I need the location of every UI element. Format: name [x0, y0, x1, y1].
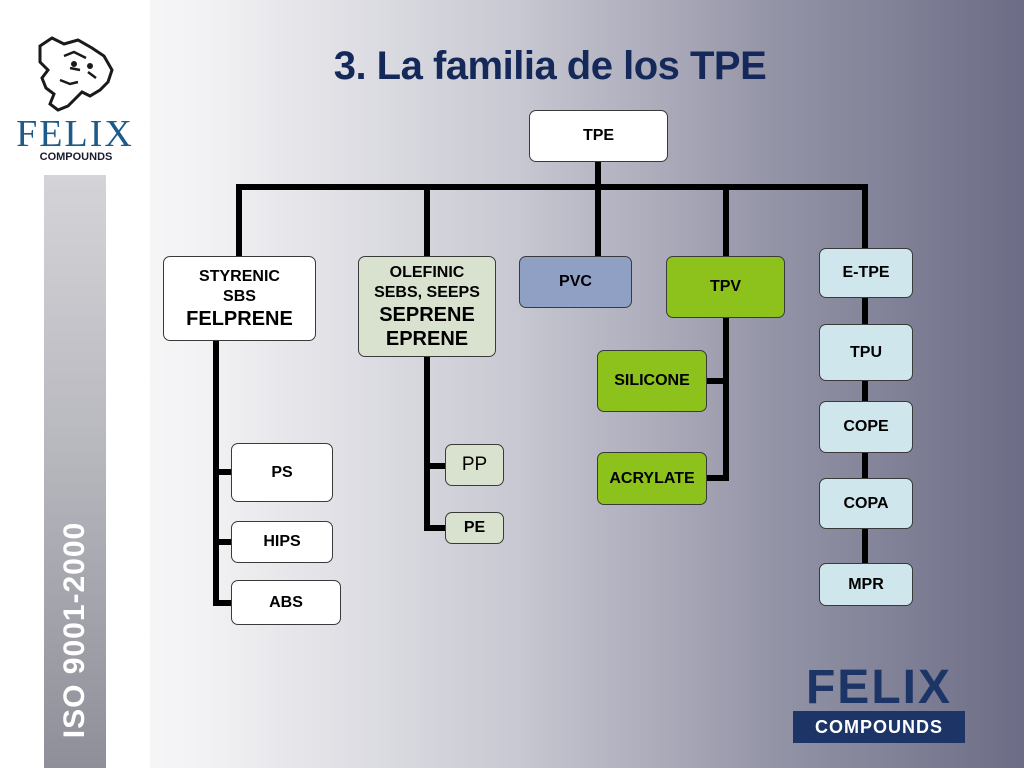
node-tpv-label: TPV: [709, 278, 742, 295]
node-pp-label: PP: [461, 454, 488, 475]
node-copa-label: COPA: [843, 494, 889, 512]
node-tpu-label: TPU: [850, 343, 882, 361]
iso-strip: [44, 175, 106, 768]
node-pvc-label: PVC: [559, 273, 592, 290]
node-styrenic-line2: SBS: [223, 287, 256, 305]
node-copa: COPA: [819, 478, 913, 529]
node-styrenic-line1: STYRENIC: [199, 267, 280, 285]
felix-logo-top: FELIX: [16, 113, 134, 155]
node-pvc: PVC: [519, 256, 632, 308]
felix-logo-bottom: FELIX COMPOUNDS: [793, 664, 965, 744]
node-etpe: E-TPE: [819, 248, 913, 298]
node-tpu: TPU: [819, 324, 913, 381]
node-ps-label: PS: [271, 463, 293, 481]
node-tpv: TPV: [666, 256, 785, 318]
page-title: 3. La familia de los TPE: [333, 44, 767, 88]
node-ps: PS: [231, 443, 333, 502]
node-olefinic: OLEFINIC SEBS, SEEPS SEPRENE EPRENE: [358, 256, 496, 357]
felix-logo-top-subtitle: COMPOUNDS: [39, 151, 113, 163]
sidebar: FELIX COMPOUNDS ISO 9001-2000: [0, 0, 150, 768]
node-etpe-label: E-TPE: [842, 264, 890, 281]
node-hips: HIPS: [231, 521, 333, 563]
cat-logo-icon: [38, 36, 114, 112]
node-abs: ABS: [231, 580, 341, 625]
node-cope-label: COPE: [843, 418, 889, 435]
node-cope: COPE: [819, 401, 913, 453]
node-olefinic-line2: SEBS, SEEPS: [374, 283, 480, 301]
felix-logo-bottom-subtitle: COMPOUNDS: [793, 711, 965, 743]
felix-logo-bottom-word: FELIX: [805, 661, 952, 714]
node-mpr-label: MPR: [848, 575, 884, 593]
node-pe: PE: [445, 512, 504, 544]
node-styrenic: STYRENIC SBS FELPRENE: [163, 256, 316, 341]
node-tpe-label: TPE: [582, 127, 615, 144]
node-silicone-label: SILICONE: [614, 372, 690, 389]
node-olefinic-line4: EPRENE: [385, 327, 469, 350]
node-pe-label: PE: [463, 519, 486, 536]
node-acrylate-label: ACRYLATE: [609, 469, 695, 487]
node-styrenic-line3: FELPRENE: [186, 307, 293, 330]
node-mpr: MPR: [819, 563, 913, 606]
node-hips-label: HIPS: [263, 533, 301, 550]
node-olefinic-line1: OLEFINIC: [389, 263, 465, 281]
node-silicone: SILICONE: [597, 350, 707, 412]
node-abs-label: ABS: [269, 593, 303, 611]
node-pp: PP: [445, 444, 504, 486]
node-olefinic-line3: SEPRENE: [379, 303, 475, 326]
node-tpe: TPE: [529, 110, 668, 162]
node-acrylate: ACRYLATE: [597, 452, 707, 505]
